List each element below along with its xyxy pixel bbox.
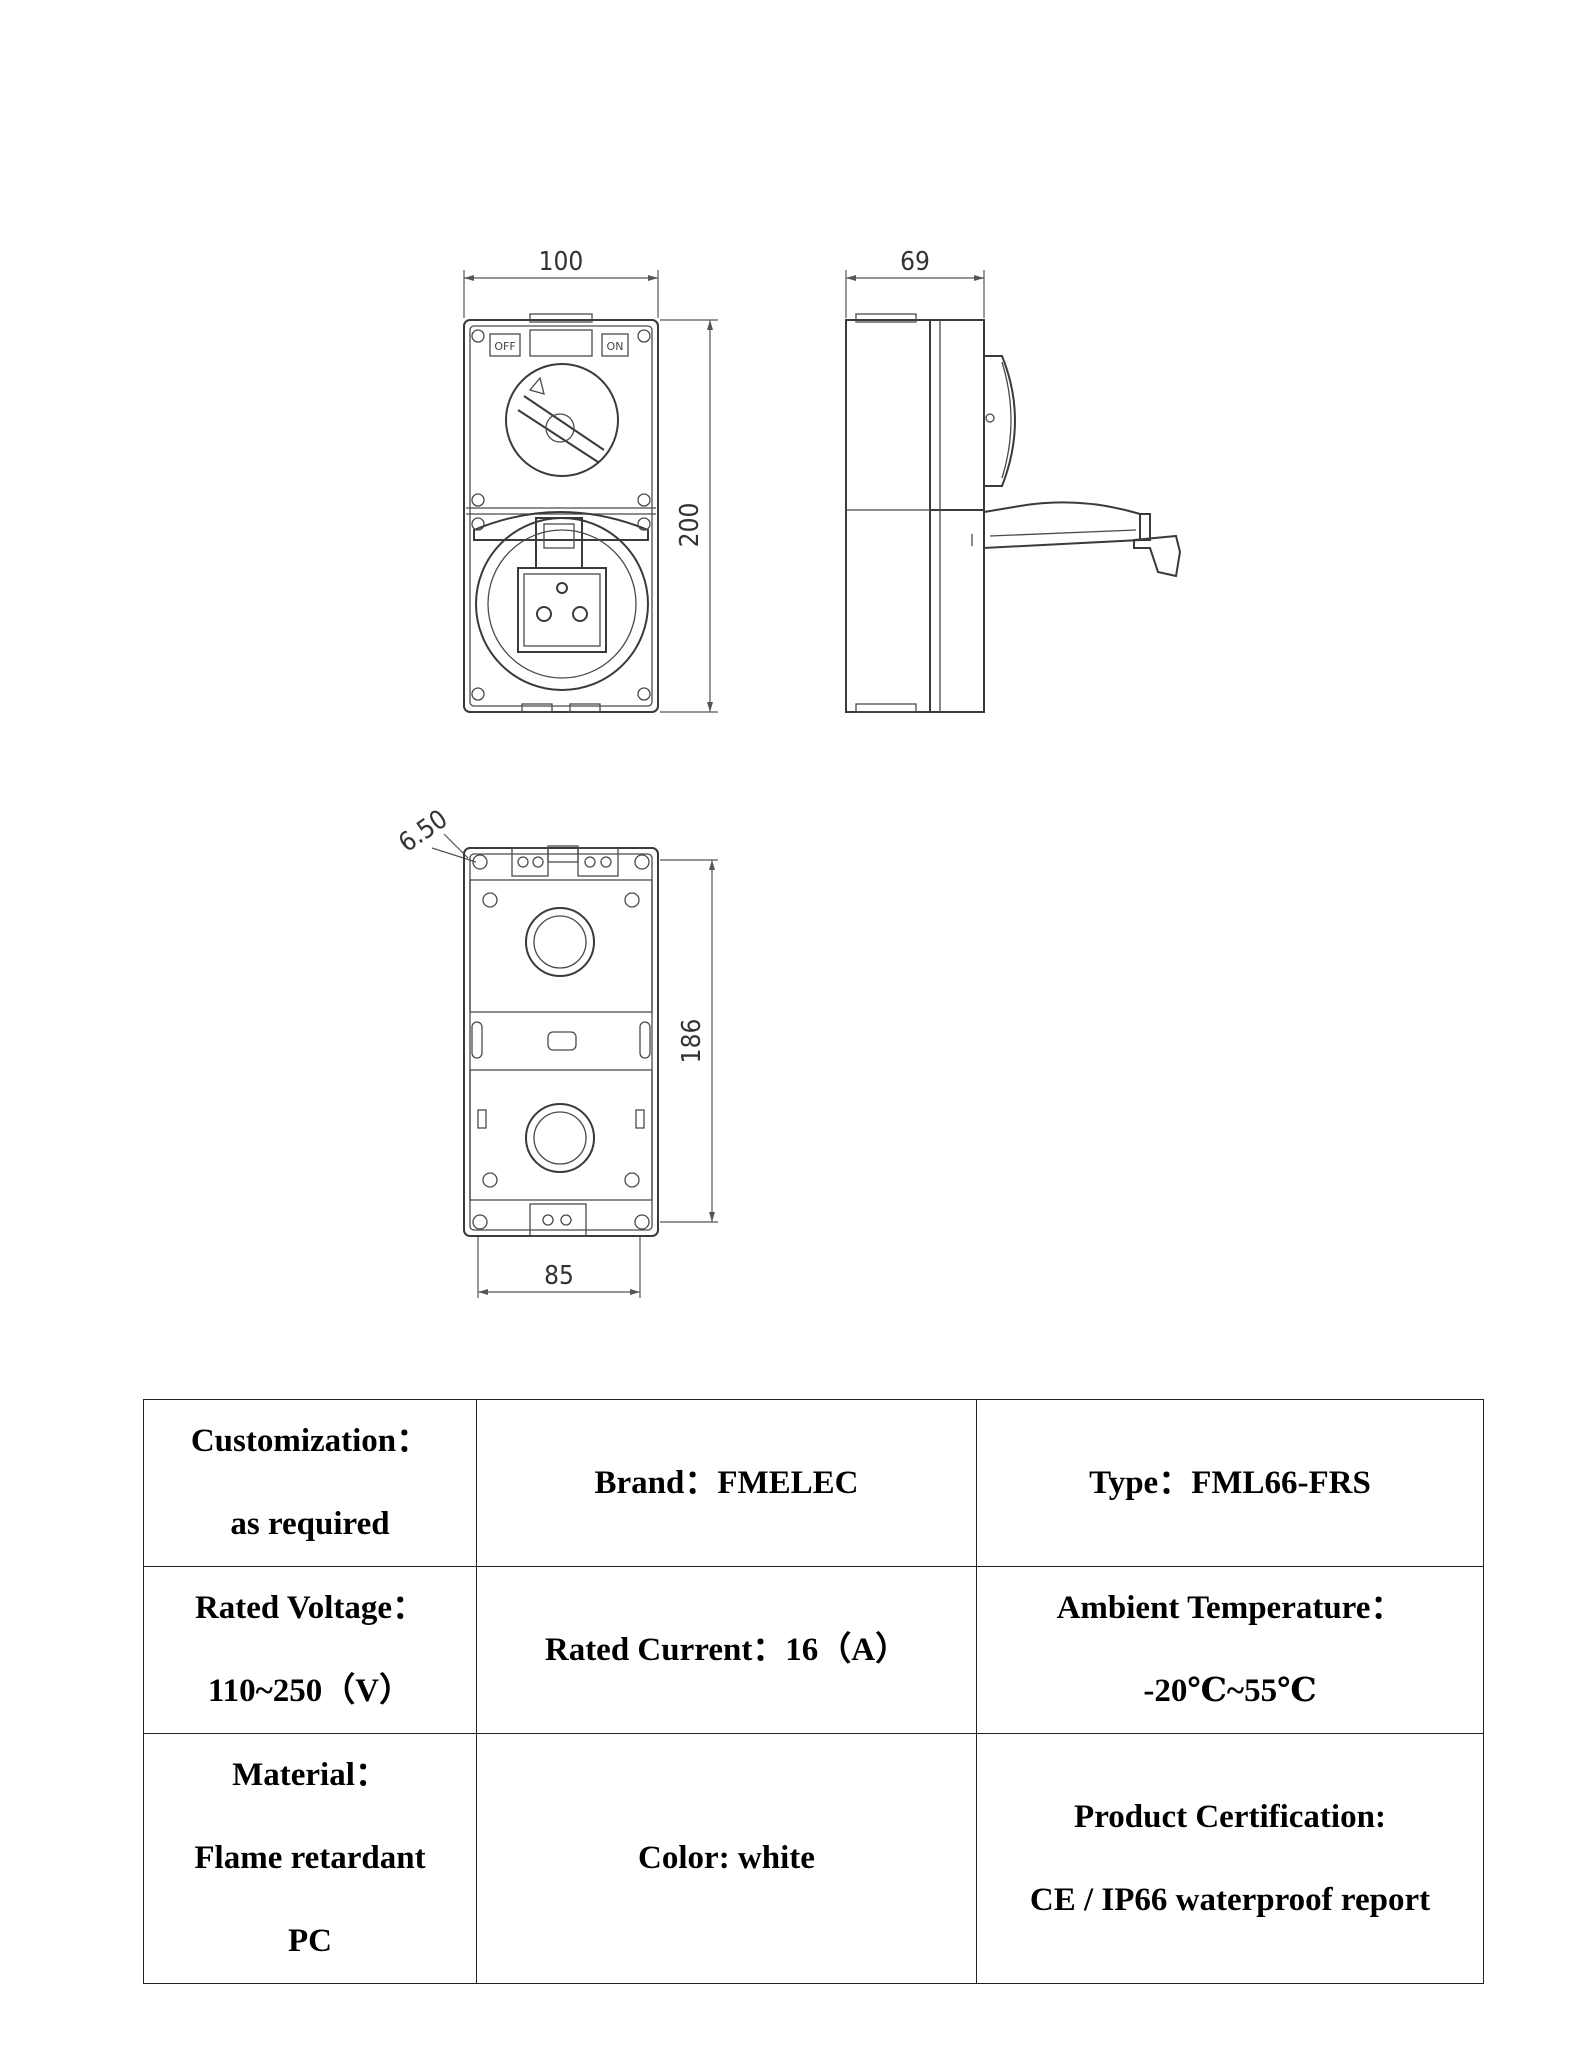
technical-drawing: 100 200 OFF ON bbox=[393, 247, 1182, 1298]
temperature-value: -20℃~55℃ bbox=[1143, 1673, 1317, 1709]
current-text: Rated Current：16（A） bbox=[544, 1631, 909, 1668]
side-depth-label: 69 bbox=[900, 247, 930, 277]
hole-size-label: 6.50 bbox=[393, 804, 453, 858]
certification-label: Product Certification: bbox=[1074, 1798, 1386, 1835]
table-row: Customization： as required Brand：FMELEC … bbox=[143, 1399, 1484, 1567]
certification-value: CE / IP66 waterproof report bbox=[1029, 1881, 1431, 1918]
voltage-cell: Rated Voltage： 110~250（V） bbox=[143, 1566, 477, 1734]
front-width-label: 100 bbox=[539, 247, 584, 277]
material-value-line-2: PC bbox=[288, 1923, 332, 1959]
type-text: Type：FML66-FRS bbox=[1089, 1464, 1371, 1501]
customization-cell: Customization： as required bbox=[143, 1399, 477, 1567]
spec-table: Customization： as required Brand：FMELEC … bbox=[143, 1399, 1484, 1984]
customization-label: Customization： bbox=[190, 1423, 430, 1459]
back-width-label: 85 bbox=[544, 1261, 574, 1291]
brand-cell: Brand：FMELEC bbox=[476, 1399, 977, 1567]
material-value-line-1: Flame retardant bbox=[194, 1840, 426, 1876]
voltage-value: 110~250（V） bbox=[207, 1673, 413, 1709]
type-cell: Type：FML66-FRS bbox=[976, 1399, 1484, 1567]
front-view: 100 200 OFF ON bbox=[463, 247, 718, 713]
material-cell: Material： Flame retardant PC bbox=[143, 1733, 477, 1984]
material-label: Material： bbox=[232, 1757, 388, 1793]
current-cell: Rated Current：16（A） bbox=[476, 1566, 977, 1734]
switch-off-label: OFF bbox=[494, 340, 515, 353]
brand-text: Brand：FMELEC bbox=[594, 1464, 859, 1501]
table-row: Material： Flame retardant PC Color: whit… bbox=[143, 1733, 1484, 1984]
voltage-label: Rated Voltage： bbox=[194, 1590, 426, 1626]
color-text: Color: white bbox=[638, 1840, 815, 1876]
back-view: 6.50 186 85 bbox=[393, 804, 718, 1298]
side-view: 69 bbox=[845, 247, 1182, 713]
color-cell: Color: white bbox=[476, 1733, 977, 1984]
temperature-label: Ambient Temperature： bbox=[1056, 1590, 1404, 1626]
certification-cell: Product Certification: CE / IP66 waterpr… bbox=[976, 1733, 1484, 1984]
table-row: Rated Voltage： 110~250（V） Rated Current：… bbox=[143, 1566, 1484, 1734]
temperature-cell: Ambient Temperature： -20℃~55℃ bbox=[976, 1566, 1484, 1734]
customization-value: as required bbox=[230, 1506, 390, 1542]
back-height-label: 186 bbox=[677, 1019, 707, 1064]
front-height-label: 200 bbox=[675, 503, 705, 548]
switch-on-label: ON bbox=[607, 340, 624, 353]
